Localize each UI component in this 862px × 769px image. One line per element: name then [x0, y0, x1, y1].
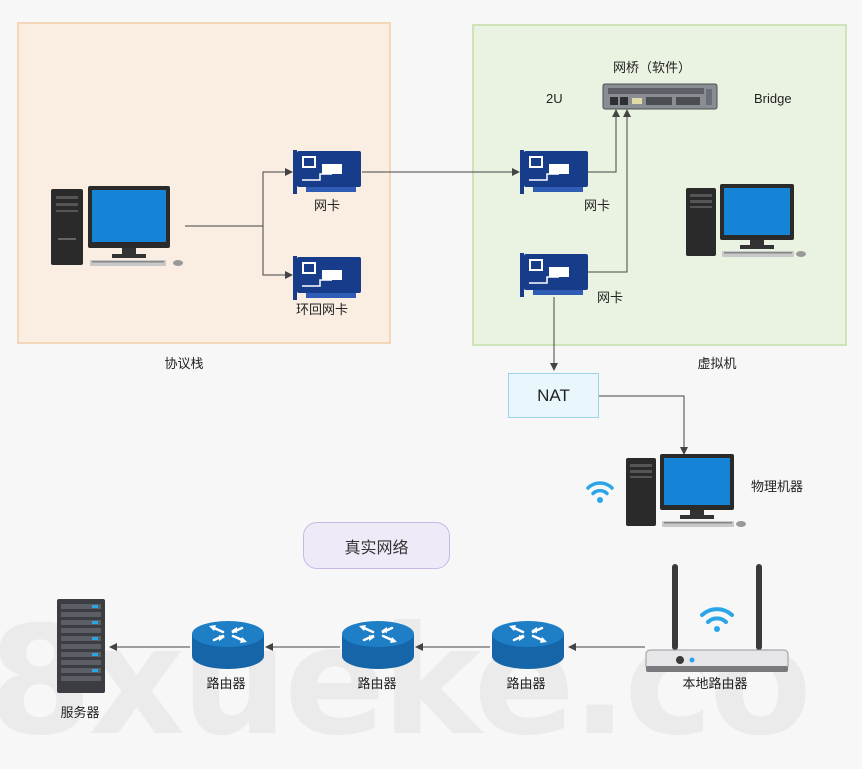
bridge-2u-label: 2U — [546, 91, 563, 106]
host-nic-label: 网卡 — [313, 199, 341, 214]
bridge-title: 网桥（软件） — [612, 61, 692, 76]
line-pc-branch — [185, 168, 293, 227]
line-vmnic1-bridge — [587, 109, 620, 173]
router-label-1: 路由器 — [206, 677, 246, 692]
vm-computer-icon — [686, 184, 806, 257]
physical-computer-icon — [626, 454, 746, 527]
local-router-label: 本地路由器 — [682, 677, 748, 692]
router-icon-2 — [342, 621, 414, 669]
router-icon-3 — [492, 621, 564, 669]
line-vmnic2-bridge — [587, 109, 631, 273]
loopback-nic-label: 环回网卡 — [295, 303, 349, 318]
router-label-2: 路由器 — [357, 677, 397, 692]
router-label-3: 路由器 — [506, 677, 546, 692]
loopback-network-card-icon — [293, 256, 361, 300]
vm-nic-label-1: 网卡 — [583, 199, 611, 214]
bridge-en-label: Bridge — [754, 91, 792, 106]
router-icon-1 — [192, 621, 264, 669]
network-card-icon — [293, 150, 361, 194]
real-network-box: 真实网络 — [303, 522, 450, 569]
wifi-icon — [586, 481, 614, 503]
server-icon — [57, 599, 105, 693]
bridge-switch-icon — [602, 83, 718, 110]
vm-nic-label-2: 网卡 — [596, 291, 624, 306]
virtual-machine-label: 虚拟机 — [697, 357, 737, 372]
local-router-icon — [645, 564, 789, 672]
nat-box: NAT — [508, 373, 599, 418]
server-label: 服务器 — [60, 706, 100, 721]
vm-network-card-icon-2 — [520, 253, 588, 297]
vm-network-card-icon — [520, 150, 588, 194]
connector-lines — [109, 109, 688, 651]
host-computer-icon — [51, 186, 183, 266]
line-pc-loop — [262, 226, 293, 279]
protocol-stack-label: 协议栈 — [164, 357, 204, 372]
line-nat-physical — [599, 395, 688, 455]
physical-machine-label: 物理机器 — [751, 480, 804, 495]
